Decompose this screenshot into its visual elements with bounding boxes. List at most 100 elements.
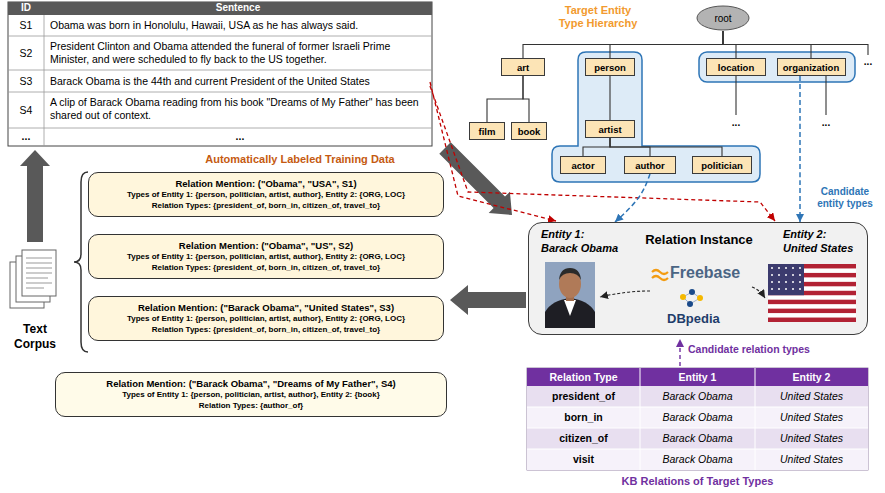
mention-text: Relation Types: {author_of} (62, 401, 440, 411)
block-arrow (20, 150, 50, 242)
table-cell: United States (755, 432, 868, 445)
type-name: actor (571, 160, 594, 171)
logo-mark (680, 294, 686, 300)
flag-star (792, 267, 794, 269)
candidate-arrow (799, 76, 801, 222)
table-header: Entity 1 (640, 371, 755, 384)
tree-connector (610, 31, 723, 58)
sentence: President Clinton and Obama attended the… (50, 40, 430, 66)
table-cell: United States (755, 390, 868, 403)
dashed-arrow (600, 291, 650, 297)
row-id: S2 (8, 47, 44, 60)
diagram-title: Target Entity Type Hierarchy (552, 4, 644, 31)
type-name: art (517, 62, 529, 73)
table-cell: Barack Obama (640, 411, 755, 424)
row-id: S4 (8, 104, 44, 117)
mapping-line (430, 82, 556, 221)
tree-connector (583, 138, 610, 156)
table-header: Entity 2 (755, 371, 868, 384)
candidate-arrow (615, 174, 650, 222)
section-title: Automatically Labeled Training Data (150, 153, 450, 166)
type-box: artist (585, 120, 635, 138)
mention-text: Relation Types: {president_of, born_in, … (95, 201, 437, 211)
table-header: ID (8, 2, 44, 14)
portrait-photo (545, 262, 595, 328)
kb-table-header (527, 368, 868, 386)
relation-mention: Relation Mention: ("Barack Obama", "Unit… (88, 296, 444, 341)
root-ellipse: root (696, 5, 750, 31)
flag-stripe (768, 295, 856, 299)
entity-text: United States (783, 242, 853, 255)
flag-star (799, 274, 801, 276)
flag-star (778, 281, 780, 283)
block-arrow (450, 285, 526, 315)
mention-text: Relation Types: {president_of, born_in, … (95, 325, 437, 335)
tree-line (825, 76, 826, 115)
type-name: location (718, 62, 754, 73)
type-name: organization (783, 62, 839, 73)
ellipsis: ... (726, 117, 746, 129)
document-lines (26, 258, 52, 288)
table-cell: president_of (527, 390, 640, 403)
flag-star (785, 274, 787, 276)
table-header-fill (8, 2, 432, 15)
portrait-hair (559, 268, 581, 280)
type-name: politician (701, 160, 743, 171)
table-cell: born_in (527, 411, 640, 424)
flag-canton (768, 264, 804, 295)
tree-connector (487, 76, 523, 122)
table-cell: United States (755, 453, 868, 466)
tree-line (811, 45, 868, 56)
table-cell: Barack Obama (640, 390, 755, 403)
flag-star (771, 281, 773, 283)
sentence: A clip of Barack Obama reading from his … (50, 96, 430, 122)
block-arrow (439, 142, 512, 215)
table-header: Relation Type (527, 371, 640, 384)
kb-table-frame (527, 368, 868, 470)
type-box: organization (777, 58, 846, 76)
portrait-suit (545, 298, 595, 328)
type-name: film (479, 126, 496, 137)
ellipse-outline (697, 6, 749, 30)
annotation: Candidate entity types (808, 186, 882, 210)
table-cell: Barack Obama (640, 453, 755, 466)
table-rule (44, 15, 45, 146)
type-name: author (635, 160, 665, 171)
mention-text: Types of Entity 1: {person, politician, … (62, 390, 440, 400)
flag-stripe (768, 304, 856, 308)
flag-star (799, 267, 801, 269)
logo-mark (689, 289, 695, 295)
tree-connector (523, 31, 723, 58)
flag-stripe (768, 313, 856, 317)
entity-text: Entity 2: (783, 228, 826, 241)
row-id: S3 (8, 75, 44, 88)
mention-text: Types of Entity 1: {person, politician, … (95, 190, 437, 200)
type-box: art (501, 58, 545, 76)
mapping-line (430, 86, 775, 221)
relation-mention: Relation Mention: ("Barack Obama", "Drea… (55, 372, 447, 417)
mention-text: Types of Entity 1: {person, politician, … (95, 314, 437, 324)
flag-star (785, 267, 787, 269)
type-box: location (706, 58, 766, 76)
annotation: Candidate relation types (688, 343, 810, 356)
table-cell: visit (527, 453, 640, 466)
flag-star (785, 288, 787, 290)
kb-table-row (527, 428, 868, 449)
sentence: Obama was born in Honolulu, Hawaii, USA … (50, 19, 430, 32)
tree-line (735, 76, 736, 115)
flag-star (771, 274, 773, 276)
flag-star (778, 267, 780, 269)
table-frame (8, 2, 432, 146)
mention-text: Relation Mention: ("Obama", "USA", S1) (95, 178, 437, 190)
mention-text: Relation Mention: ("Barack Obama", "Unit… (95, 302, 437, 314)
type-name: book (518, 126, 541, 137)
mention-text: Relation Types: {president_of, born_in, … (95, 263, 437, 273)
table-rule (8, 36, 432, 128)
flag (768, 264, 856, 322)
relation-mention: Relation Mention: ("Obama", "USA", S1)Ty… (88, 172, 444, 217)
ellipsis: ... (8, 130, 44, 143)
dashed-arrow (752, 287, 765, 298)
flag-star (771, 288, 773, 290)
